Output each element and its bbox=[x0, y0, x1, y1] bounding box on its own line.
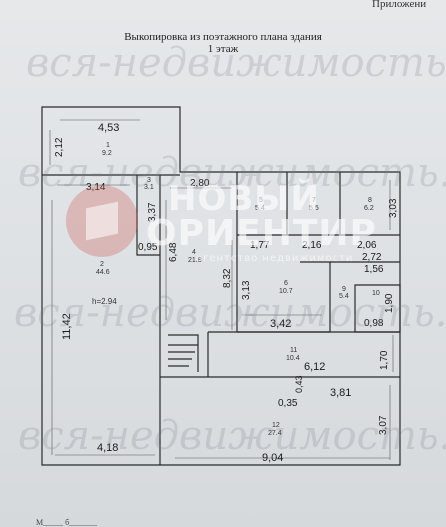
dim-8-32: 8,32 bbox=[222, 268, 233, 288]
room-4-area: 21.8 bbox=[188, 257, 202, 264]
dim-3-07: 3,07 bbox=[378, 415, 389, 435]
dim-6-12: 6,12 bbox=[304, 361, 325, 373]
dim-1-56: 1,56 bbox=[364, 264, 384, 275]
dim-3-37: 3,37 bbox=[147, 202, 158, 222]
stairs bbox=[168, 334, 199, 372]
dim-3-13: 3,13 bbox=[241, 280, 252, 300]
dim-1-90: 1,90 bbox=[384, 293, 395, 313]
dim-0-35: 0,35 bbox=[278, 398, 298, 409]
document-title: Выкопировка из поэтажного плана здания bbox=[124, 31, 322, 43]
room-7-area: 5.5 bbox=[309, 205, 319, 212]
dim-2-16: 2,16 bbox=[302, 240, 322, 251]
footer-note: М_____ б_______ bbox=[36, 518, 98, 527]
wall-room11 bbox=[207, 331, 400, 378]
dim-4-18: 4,18 bbox=[97, 442, 118, 454]
dim-6-48: 6,48 bbox=[168, 242, 179, 262]
room-10-num: 10 bbox=[372, 290, 380, 297]
room-2-area: 44.6 bbox=[96, 269, 110, 276]
room-12-area: 27.4 bbox=[268, 430, 282, 437]
room-6-num: 6 bbox=[284, 280, 288, 287]
dim-9-04: 9,04 bbox=[262, 452, 283, 464]
dim-4-53: 4,53 bbox=[98, 122, 119, 134]
wall-rooms-5-7-8 bbox=[236, 172, 400, 236]
ceiling-height: h=2.94 bbox=[92, 297, 117, 306]
dim-3-14: 3,14 bbox=[86, 182, 106, 193]
room-1-num: 1 bbox=[106, 142, 110, 149]
dim-0-95: 0,95 bbox=[138, 242, 158, 253]
dim-0-98: 0,98 bbox=[364, 318, 384, 329]
floor-label: 1 этаж bbox=[207, 43, 239, 55]
room-9-area: 5.4 bbox=[339, 293, 349, 300]
outer-wall bbox=[41, 106, 401, 466]
dim-1-70: 1,70 bbox=[379, 350, 390, 370]
room-12-num: 12 bbox=[272, 422, 280, 429]
dim-3-03: 3,03 bbox=[388, 198, 399, 218]
room-2-num: 2 bbox=[100, 261, 104, 268]
dim-2-12: 2,12 bbox=[54, 137, 65, 157]
appendix-label: Приложени bbox=[372, 0, 427, 10]
dim-2-72: 2,72 bbox=[362, 252, 382, 263]
dim-1-77: 1,77 bbox=[250, 240, 270, 251]
room-3-num: 3 bbox=[147, 177, 151, 184]
room-8-area: 6.2 bbox=[364, 205, 374, 212]
dim-3-42: 3,42 bbox=[270, 318, 291, 330]
room-5-num: 5 bbox=[259, 197, 263, 204]
room-7-num: 7 bbox=[312, 197, 316, 204]
dim-0-43: 0,43 bbox=[294, 375, 304, 393]
wall-room3 bbox=[136, 175, 160, 256]
room-11-num: 11 bbox=[290, 347, 297, 354]
room-1-area: 9.2 bbox=[102, 150, 112, 157]
room-11-area: 10.4 bbox=[286, 355, 300, 362]
room-5-area: 5.4 bbox=[255, 205, 265, 212]
dim-3-81: 3,81 bbox=[330, 387, 351, 399]
room-8-num: 8 bbox=[368, 197, 372, 204]
room-4-num: 4 bbox=[192, 249, 196, 256]
dim-11-42: 11,42 bbox=[61, 313, 73, 340]
room-9-num: 9 bbox=[342, 286, 346, 293]
room-6-area: 10.7 bbox=[279, 288, 293, 295]
dim-2-06: 2,06 bbox=[357, 240, 377, 251]
dim-2-80: 2,80 bbox=[190, 178, 210, 189]
room-3-area: 3.1 bbox=[144, 184, 154, 191]
